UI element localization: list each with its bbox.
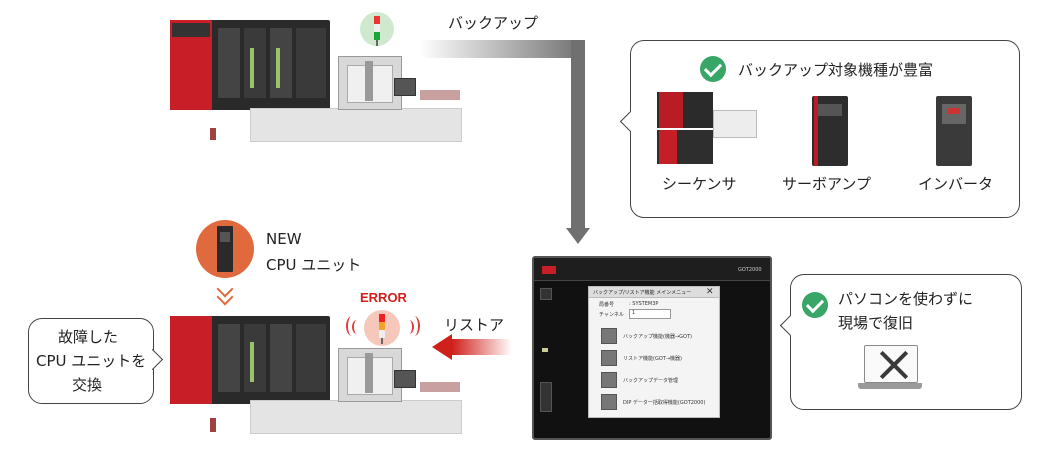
device-label-inverter: インバータ bbox=[918, 175, 994, 193]
channel-label: チャンネル bbox=[599, 312, 624, 318]
backup-arrow bbox=[420, 40, 585, 58]
menu-item-restore[interactable]: リストア機能(GOT→機器) bbox=[601, 349, 682, 367]
restore-label: リストア bbox=[444, 316, 505, 334]
sequencer-image bbox=[655, 90, 757, 166]
new-label: NEW bbox=[266, 230, 302, 248]
laptop-crossed-icon bbox=[858, 345, 924, 395]
menu-item-label: DIP データ一括取得機能(GOT2000) bbox=[623, 399, 706, 406]
restore-arrow bbox=[452, 339, 512, 355]
pc-line-2: 現場で復旧 bbox=[838, 314, 914, 332]
machine-unit-icon bbox=[338, 56, 402, 110]
bottom-machine bbox=[160, 308, 470, 434]
restore-arrow-head bbox=[432, 334, 452, 360]
window-title: バックアップ/リストア機能 メインメニュー bbox=[593, 290, 692, 296]
signal-tower-green-icon bbox=[360, 12, 394, 46]
station-label: 局番号 bbox=[599, 302, 615, 308]
inverter-image bbox=[936, 96, 972, 166]
channel-select[interactable]: 1 bbox=[629, 309, 671, 319]
new-cpu-circle bbox=[196, 220, 254, 278]
alarm-wave-left-icon bbox=[346, 316, 358, 336]
cpu-unit-icon bbox=[217, 226, 233, 272]
replace-line-1: 故障した bbox=[58, 328, 119, 346]
menu-item-backup[interactable]: バックアップ機能(機器→GOT) bbox=[601, 327, 692, 345]
menu-item-label: バックアップ機能(機器→GOT) bbox=[623, 333, 692, 340]
station-value: : SYSTEM3P bbox=[629, 301, 659, 307]
replace-line-3: 交換 bbox=[72, 376, 103, 394]
alarm-wave-left-icon bbox=[352, 320, 362, 334]
cpu-unit-label: CPU ユニット bbox=[266, 256, 362, 274]
menu-item-label: バックアップデータ管理 bbox=[623, 377, 679, 384]
pc-line-1: パソコンを使わずに bbox=[838, 290, 974, 308]
machine-unit-icon bbox=[338, 348, 402, 402]
close-icon[interactable]: ✕ bbox=[706, 287, 714, 297]
hmi-panel: GOT2000 バックアップ/リストア機能 メインメニュー ✕ 局番号 : SY… bbox=[532, 256, 772, 440]
error-label: ERROR bbox=[360, 290, 407, 305]
check-icon bbox=[802, 292, 828, 318]
check-icon bbox=[700, 56, 726, 82]
replace-line-2: CPU ユニットを bbox=[36, 352, 147, 370]
top-machine bbox=[160, 8, 470, 142]
plc-rack-icon bbox=[170, 316, 330, 404]
menu-item-dip[interactable]: DIP データ一括取得機能(GOT2000) bbox=[601, 393, 705, 411]
hmi-model: GOT2000 bbox=[738, 267, 762, 273]
backup-label: バックアップ bbox=[448, 14, 539, 32]
device-label-servo: サーボアンプ bbox=[782, 175, 871, 193]
data-manage-icon bbox=[601, 372, 617, 388]
feature-title: バックアップ対象機種が豊富 bbox=[738, 61, 934, 79]
backup-restore-window: バックアップ/リストア機能 メインメニュー ✕ 局番号 : SYSTEM3P チ… bbox=[588, 286, 720, 418]
menu-item-label: リストア機能(GOT→機器) bbox=[623, 355, 682, 362]
servo-amp-image bbox=[812, 96, 848, 166]
alarm-wave-right-icon bbox=[404, 320, 414, 334]
replace-bubble bbox=[28, 318, 154, 404]
brand-logo-icon bbox=[542, 266, 556, 274]
backup-arrow-head bbox=[566, 228, 590, 244]
restore-icon bbox=[601, 350, 617, 366]
signal-tower-red-icon bbox=[364, 310, 400, 346]
menu-item-data-manage[interactable]: バックアップデータ管理 bbox=[601, 371, 678, 389]
dip-data-icon bbox=[601, 394, 617, 410]
device-label-sequencer: シーケンサ bbox=[662, 175, 737, 193]
plc-rack-icon bbox=[170, 20, 330, 110]
channel-value: 1 bbox=[632, 310, 636, 316]
backup-icon bbox=[601, 328, 617, 344]
alarm-wave-right-icon bbox=[408, 316, 420, 336]
